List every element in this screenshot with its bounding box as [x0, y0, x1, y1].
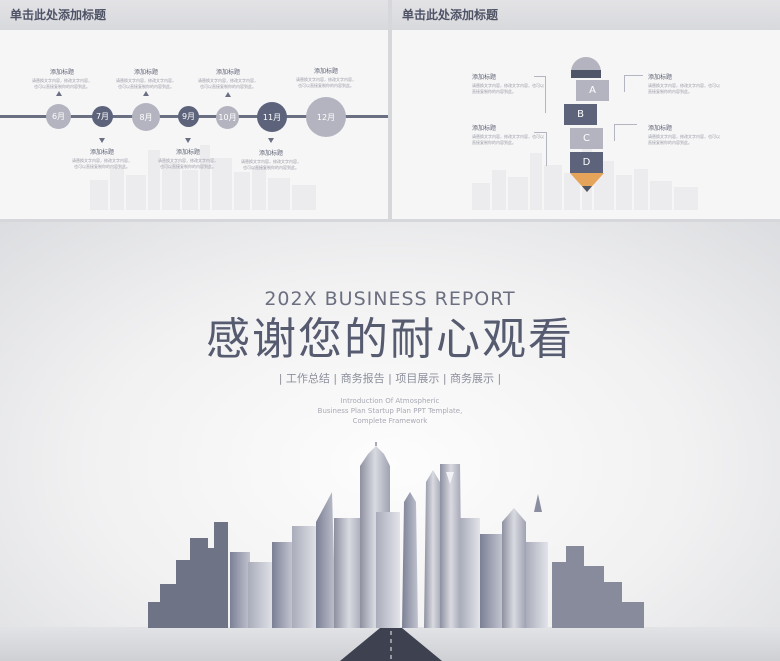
report-heading: 202X BUSINESS REPORT [264, 288, 516, 310]
intro-line-2: Business Plan Startup Plan PPT Template, [317, 407, 463, 415]
city-skyline-illustration [0, 442, 780, 661]
month-label: 10月 [218, 113, 237, 122]
segment-letter: C [583, 133, 590, 144]
annotation-title: 添加标题 [133, 69, 158, 76]
intro-line-3: Complete Framework [352, 417, 428, 425]
down-triangle-icon [185, 138, 191, 143]
timeline-node-7[interactable]: 12月 [306, 97, 346, 137]
pencil-annotation-4: 添加标题请替换文字内容，修改文字内容，也可以直接复制你的内容到此。 [648, 123, 720, 146]
month-label: 8月 [139, 112, 153, 122]
intro-line-1: Introduction Of Atmospheric [340, 397, 440, 405]
timeline-node-5[interactable]: 10月 [216, 106, 239, 129]
timeline-annotation-1: 添加标题请替换文字内容，修改文字内容，也可以直接复制你的内容到此。 [32, 67, 92, 90]
main-title: 感谢您的耐心观看 [206, 314, 574, 365]
annotation-title: 添加标题 [258, 150, 283, 157]
slide-closing[interactable]: 202X BUSINESS REPORT 感谢您的耐心观看 | 工作总结 | 商… [0, 222, 780, 661]
annotation-desc: 请替换文字内容，修改文字内容，也可以直接复制你的内容到此。 [158, 158, 218, 169]
slide-title[interactable]: 单击此处添加标题 [0, 0, 388, 30]
annotation-title: 添加标题 [175, 149, 200, 156]
annotation-desc: 请替换文字内容，修改文字内容，也可以直接复制你的内容到此。 [648, 134, 720, 145]
timeline-node-2[interactable]: 7月 [92, 106, 113, 127]
pencil-segment-d[interactable]: D [570, 152, 603, 173]
annotation-title: 添加标题 [215, 69, 240, 76]
timeline-node-3[interactable]: 8月 [132, 103, 160, 131]
annotation-desc: 请替换文字内容，修改文字内容，也可以直接复制你的内容到此。 [241, 159, 301, 170]
annotation-desc: 请替换文字内容，修改文字内容，也可以直接复制你的内容到此。 [116, 78, 176, 89]
tagline: | 工作总结 | 商务报告 | 项目展示 | 商务展示 | [278, 372, 502, 385]
segment-letter: A [589, 85, 596, 96]
annotation-title: 添加标题 [648, 74, 673, 81]
up-triangle-icon [143, 91, 149, 96]
connector-line [534, 132, 547, 166]
annotation-title: 添加标题 [472, 74, 497, 81]
annotation-title: 添加标题 [89, 149, 114, 156]
slide-pencil[interactable]: 单击此处添加标题 A B C D 添加标题请替换文字内容，修改文字内容，也可以直… [392, 0, 780, 219]
timeline-node-4[interactable]: 9月 [178, 106, 199, 127]
slide-title[interactable]: 单击此处添加标题 [392, 0, 780, 30]
annotation-title: 添加标题 [49, 69, 74, 76]
timeline-annotation-7: 添加标题请替换文字内容，修改文字内容，也可以直接复制你的内容到此。 [296, 66, 356, 89]
month-label: 11月 [262, 112, 282, 122]
timeline-annotation-4: 添加标题请替换文字内容，修改文字内容，也可以直接复制你的内容到此。 [158, 147, 218, 170]
up-triangle-icon [56, 91, 62, 96]
annotation-desc: 请替换文字内容，修改文字内容，也可以直接复制你的内容到此。 [32, 78, 92, 89]
timeline-node-6[interactable]: 11月 [257, 102, 287, 132]
slide-timeline[interactable]: 单击此处添加标题 6月 7月 8月 9月 10月 11月 12月 添加标题请替换… [0, 0, 388, 219]
month-label: 7月 [95, 112, 110, 121]
annotation-desc: 请替换文字内容，修改文字内容，也可以直接复制你的内容到此。 [472, 83, 544, 94]
annotation-desc: 请替换文字内容，修改文字内容，也可以直接复制你的内容到此。 [198, 78, 258, 89]
month-label: 12月 [316, 112, 336, 122]
connector-line [614, 124, 637, 141]
annotation-title: 添加标题 [313, 68, 338, 75]
annotation-title: 添加标题 [472, 125, 497, 132]
pencil-annotation-3: 添加标题请替换文字内容，修改文字内容，也可以直接复制你的内容到此。 [648, 72, 720, 95]
connector-line [624, 75, 643, 92]
segment-letter: D [582, 157, 591, 168]
timeline-annotation-6: 添加标题请替换文字内容，修改文字内容，也可以直接复制你的内容到此。 [241, 148, 301, 171]
month-label: 6月 [51, 112, 66, 121]
pencil-segment-c[interactable]: C [570, 128, 603, 149]
connector-line [534, 76, 546, 113]
timeline-node-1[interactable]: 6月 [46, 104, 71, 129]
pencil-annotation-1: 添加标题请替换文字内容，修改文字内容，也可以直接复制你的内容到此。 [472, 72, 544, 95]
pencil-segment-b[interactable]: B [564, 104, 597, 125]
pencil-annotation-2: 添加标题请替换文字内容，修改文字内容，也可以直接复制你的内容到此。 [472, 123, 544, 146]
timeline-annotation-2: 添加标题请替换文字内容，修改文字内容，也可以直接复制你的内容到此。 [72, 147, 132, 170]
pencil-segment-a[interactable]: A [576, 80, 609, 101]
down-triangle-icon [268, 138, 274, 143]
annotation-desc: 请替换文字内容，修改文字内容，也可以直接复制你的内容到此。 [472, 134, 544, 145]
annotation-desc: 请替换文字内容，修改文字内容，也可以直接复制你的内容到此。 [296, 77, 356, 88]
month-label: 9月 [181, 112, 196, 121]
up-triangle-icon [225, 92, 231, 97]
city-watermark [90, 145, 316, 210]
pencil-eraser-icon [571, 57, 601, 78]
pencil-tip-icon [570, 173, 604, 192]
annotation-title: 添加标题 [648, 125, 673, 132]
down-triangle-icon [99, 138, 105, 143]
timeline-annotation-3: 添加标题请替换文字内容，修改文字内容，也可以直接复制你的内容到此。 [116, 67, 176, 90]
segment-letter: B [577, 109, 584, 120]
timeline-annotation-5: 添加标题请替换文字内容，修改文字内容，也可以直接复制你的内容到此。 [198, 67, 258, 90]
annotation-desc: 请替换文字内容，修改文字内容，也可以直接复制你的内容到此。 [72, 158, 132, 169]
annotation-desc: 请替换文字内容，修改文字内容，也可以直接复制你的内容到此。 [648, 83, 720, 94]
